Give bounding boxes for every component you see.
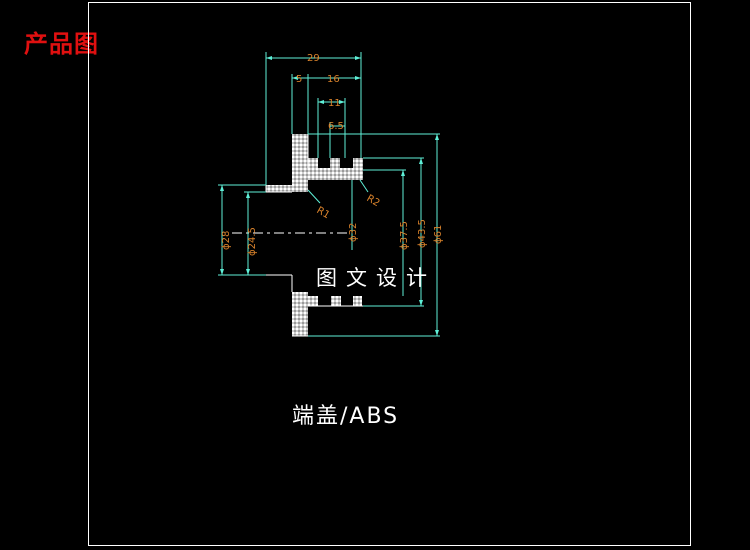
outline-lines: [265, 134, 363, 337]
dim-d32: ϕ32: [348, 223, 359, 242]
dim-d37-5: ϕ37.5: [399, 221, 410, 250]
dimension-labels: 29 5 16 11 6.5 R1 R2 ϕ28 ϕ24.5 ϕ32 ϕ37.5…: [221, 53, 444, 256]
dim-d28: ϕ28: [221, 231, 232, 250]
dim-d61: ϕ61: [433, 225, 444, 244]
rib-1: [308, 158, 318, 170]
section-profile: [266, 134, 363, 336]
dim-11: 11: [328, 98, 341, 109]
flange-wall-lower: [292, 292, 308, 336]
dim-r1: R1: [315, 205, 332, 221]
dim-r2: R2: [365, 193, 382, 209]
rib-4: [308, 296, 318, 306]
dimension-lines: [218, 52, 440, 337]
dim-d43-5: ϕ43.5: [417, 219, 428, 248]
dimension-arrows: [220, 56, 439, 336]
dim-29: 29: [307, 53, 320, 64]
rib-3: [353, 158, 363, 170]
dim-5: 5: [296, 74, 302, 85]
hub-wall: [266, 185, 296, 192]
drawing-heading: 产品图: [24, 30, 99, 58]
flange-wall-upper: [292, 134, 308, 192]
drawing-frame: [88, 2, 691, 546]
rib-2: [330, 158, 340, 170]
dim-d24-5: ϕ24.5: [247, 227, 258, 256]
dim-16: 16: [327, 74, 340, 85]
rib-5: [331, 296, 341, 306]
top-plate: [308, 168, 363, 180]
rib-6: [353, 296, 362, 306]
watermark: 图文设计: [316, 266, 436, 290]
dim-6-5: 6.5: [328, 121, 344, 132]
part-caption: 端盖/ABS: [292, 404, 400, 429]
